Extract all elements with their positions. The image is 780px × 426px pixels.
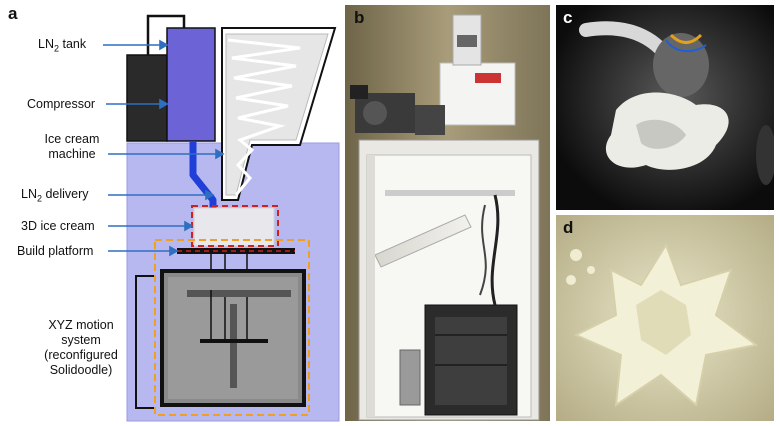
schematic-diagram	[103, 14, 340, 422]
ln2-tank-box	[166, 27, 216, 142]
xyz-bed	[200, 339, 268, 343]
xyz-gantry-top	[187, 290, 291, 297]
panel-c-letter: c	[563, 8, 573, 27]
xyz-bracket	[135, 275, 154, 409]
xyz-gantry-vertical	[230, 304, 237, 388]
panel-b-letter: b	[354, 8, 365, 27]
xyz-motion-label: XYZ motion system (reconfigured Solidood…	[44, 318, 118, 377]
compressor-label: Compressor	[27, 97, 96, 111]
ln2-delivery-label: LN2 delivery	[21, 187, 89, 204]
motion-orange-dashed-box	[154, 239, 310, 416]
compressor-box	[126, 54, 168, 142]
build-platform-label: Build platform	[17, 244, 94, 258]
photo-printing	[556, 5, 774, 210]
ice-cream-3d-label: 3D ice cream	[21, 219, 95, 233]
panel-d-letter: d	[563, 218, 574, 237]
ice-cream-machine-zigzag	[227, 38, 301, 196]
photo-printed-star	[556, 215, 774, 421]
ice-cream-machine-label: Ice cream machine	[44, 132, 100, 161]
photo-freezer-setup	[345, 5, 550, 421]
tank-pipe-loop	[146, 14, 186, 55]
panel-a-letter: a	[8, 4, 18, 23]
ln2-tank-label: LN2 tank	[38, 37, 87, 54]
